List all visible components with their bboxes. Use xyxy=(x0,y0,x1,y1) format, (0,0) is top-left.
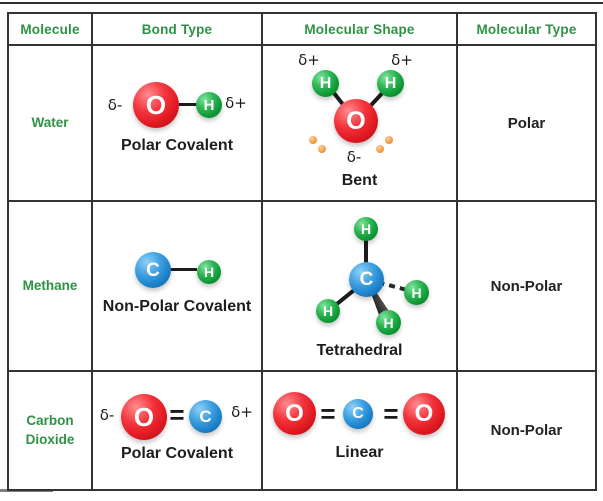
carbon-atom: C xyxy=(189,400,222,433)
lone-pair-dot xyxy=(309,136,317,144)
oxygen-atom: O xyxy=(121,394,167,440)
hydrogen-atom: H xyxy=(354,217,378,241)
cell-co2-shape-diagram: O = C = O Linear xyxy=(263,372,458,489)
lone-pair-dot xyxy=(318,145,326,153)
carbon-atom: C xyxy=(343,399,373,429)
double-bond-symbol: = xyxy=(383,398,399,429)
hydrogen-atom: H xyxy=(196,92,222,118)
delta-minus-label: δ- xyxy=(107,96,123,114)
oxygen-atom: O xyxy=(334,99,378,143)
delta-plus-label: δ+ xyxy=(225,94,247,112)
header-bond-type: Bond Type xyxy=(93,14,263,46)
delta-minus-label: δ- xyxy=(99,406,115,424)
delta-minus-label: δ- xyxy=(346,148,362,166)
cell-co2-type: Non-Polar xyxy=(490,422,563,439)
cell-co2-name: Carbon Dioxide xyxy=(9,372,93,489)
hydrogen-atom: H xyxy=(197,260,221,284)
header-molecular-shape: Molecular Shape xyxy=(263,14,458,46)
delta-plus-label: δ+ xyxy=(231,403,253,421)
carbon-atom: C xyxy=(349,262,384,297)
cell-water-bond-diagram: δ- O H δ+ Polar Covalent xyxy=(93,46,263,202)
cell-methane-bond-diagram: C H Non-Polar Covalent xyxy=(93,202,263,372)
oxygen-atom: O xyxy=(133,82,179,128)
bond-type-label: Polar Covalent xyxy=(120,445,234,462)
double-bond-symbol: = xyxy=(320,398,336,429)
c-h-bond-line xyxy=(364,232,368,268)
delta-plus-label: δ+ xyxy=(298,51,320,69)
delta-plus-label: δ+ xyxy=(391,51,413,69)
cell-water-type: Polar xyxy=(458,46,595,202)
cell-water-shape-diagram: δ+ δ+ H H O δ- Bent xyxy=(263,46,458,202)
hydrogen-atom: H xyxy=(404,280,429,305)
molecule-comparison-table: Molecule Bond Type Molecular Shape Molec… xyxy=(7,12,597,491)
oxygen-atom: O xyxy=(403,393,445,435)
cell-methane-name: Methane xyxy=(9,202,93,372)
single-bond-line xyxy=(169,268,197,271)
single-bond-line xyxy=(179,103,198,106)
hydrogen-atom: H xyxy=(376,310,401,335)
cell-water-name: Water xyxy=(9,46,93,202)
shape-label: Tetrahedral xyxy=(316,342,403,359)
cell-methane-shape-diagram: H C H H H Tetrahedral xyxy=(263,202,458,372)
cell-methane-type: Non-Polar xyxy=(458,202,595,372)
oxygen-atom: O xyxy=(273,392,316,435)
bond-type-label: Polar Covalent xyxy=(120,137,234,154)
double-bond-symbol: = xyxy=(169,399,185,430)
shape-label: Linear xyxy=(335,444,384,461)
header-molecular-type: Molecular Type xyxy=(458,14,595,46)
hydrogen-atom: H xyxy=(312,70,339,97)
hydrogen-atom: H xyxy=(377,70,404,97)
lone-pair-dot xyxy=(376,145,384,153)
top-rule-line xyxy=(0,2,603,4)
hydrogen-atom: H xyxy=(316,299,340,323)
header-molecule: Molecule xyxy=(9,14,93,46)
cell-co2-bond-diagram: δ- O = C δ+ Polar Covalent xyxy=(93,372,263,489)
bond-type-label: Non-Polar Covalent xyxy=(102,298,252,315)
lone-pair-dot xyxy=(385,136,393,144)
shape-label: Bent xyxy=(341,172,378,189)
carbon-atom: C xyxy=(135,252,171,288)
